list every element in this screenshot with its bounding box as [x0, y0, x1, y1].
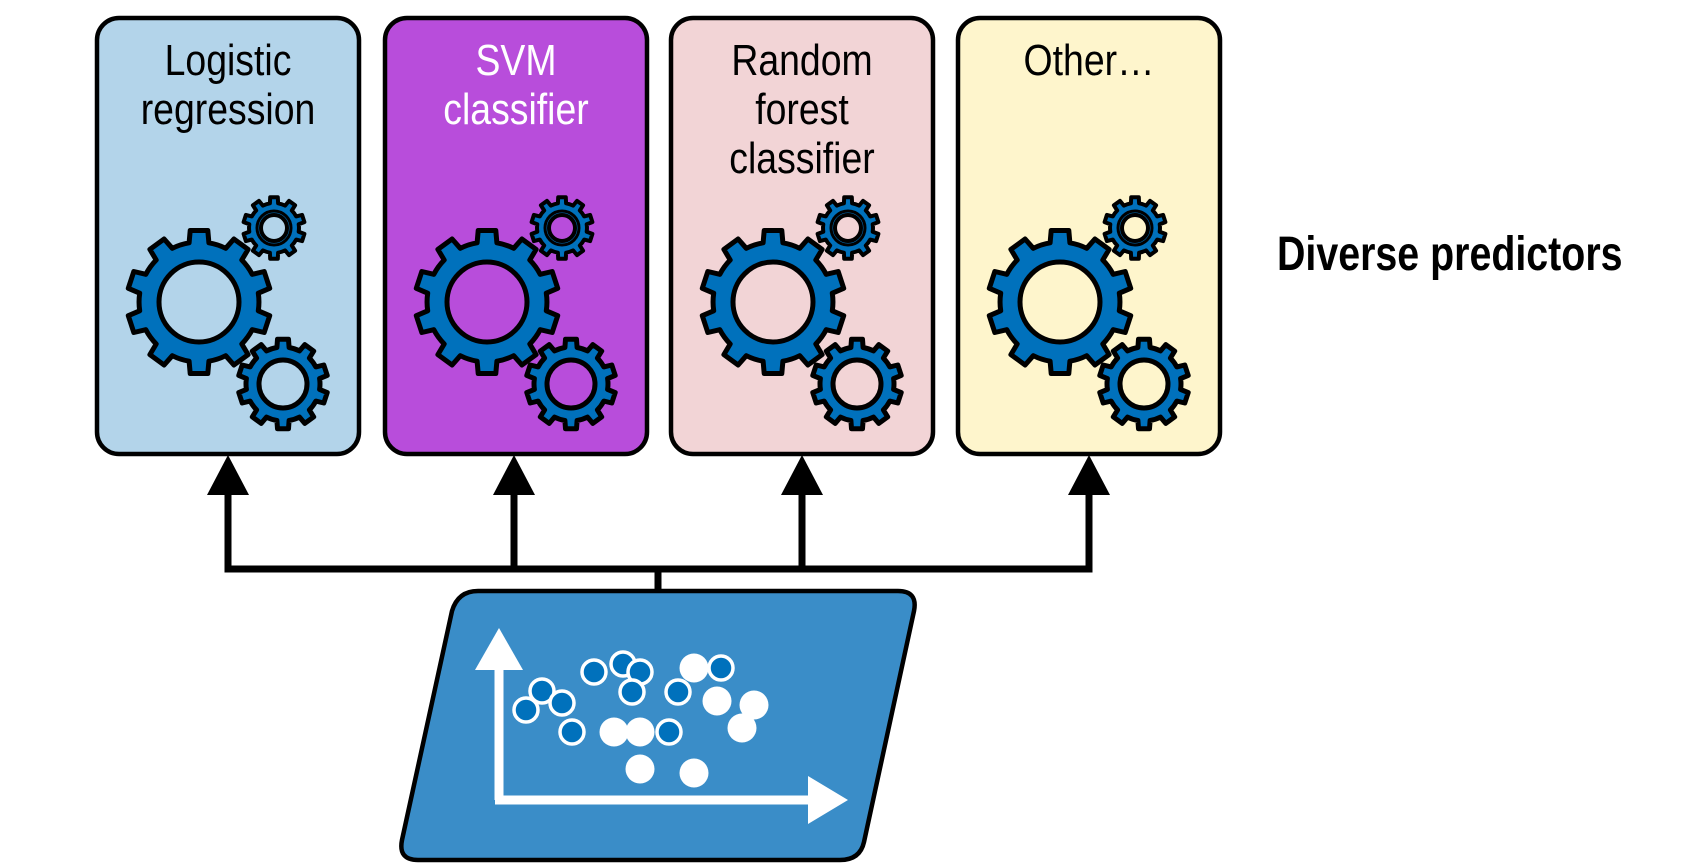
large-gear-icon: [986, 228, 1134, 376]
arrow-up-icon: [493, 455, 535, 569]
arrow-head: [1068, 455, 1110, 495]
diverse-predictors-label: Diverse predictors: [1277, 227, 1623, 281]
gears-icon: [699, 195, 904, 432]
data-point-class-b: [679, 758, 709, 788]
arrow-head: [781, 455, 823, 495]
data-point-class-a: [580, 658, 608, 686]
gear-hole: [730, 259, 816, 345]
data-point-class-a: [558, 718, 586, 746]
gear-hole: [830, 357, 884, 411]
large-gear-icon: [413, 228, 561, 376]
gear-hole: [1017, 259, 1103, 345]
predictor-label-line: SVM: [475, 35, 556, 85]
data-point-class-a: [707, 654, 735, 682]
medium-gear-icon: [236, 336, 330, 432]
arrow-up-icon: [207, 455, 249, 569]
scatter-plot-icon: [475, 628, 848, 824]
training-data-box: [399, 588, 917, 863]
data-point-class-b: [727, 713, 757, 743]
gears-icon: [125, 195, 330, 432]
x-axis-arrow: [808, 776, 848, 824]
arrow-head: [493, 455, 535, 495]
gear-hole: [833, 213, 863, 243]
data-point-class-a: [664, 678, 692, 706]
gear-inner-ring: [543, 209, 581, 247]
data-point-class-a: [528, 677, 556, 705]
data-point-class-a: [512, 696, 540, 724]
gear-inner-ring: [255, 209, 293, 247]
gear-hole: [1117, 357, 1171, 411]
predictor-label-line: classifier: [729, 133, 874, 183]
medium-gear-icon: [1097, 336, 1191, 432]
data-point-class-b: [625, 754, 655, 784]
small-gear-icon: [529, 195, 595, 261]
predictor-label-line: regression: [141, 84, 316, 134]
arrow-up-icon: [1068, 455, 1110, 569]
predictor-label-line: forest: [755, 84, 849, 134]
large-gear-icon: [699, 228, 847, 376]
gear-hole: [256, 357, 310, 411]
gear-hole: [544, 357, 598, 411]
predictor-box-4: Other…: [955, 15, 1223, 457]
gear-inner-ring: [1116, 209, 1154, 247]
data-point-class-a: [548, 689, 576, 717]
medium-gear-icon: [810, 336, 904, 432]
gears-icon: [986, 195, 1191, 432]
predictor-label-line: classifier: [443, 84, 588, 134]
predictor-boxes: LogisticregressionSVMclassifierRandomfor…: [94, 15, 1223, 457]
gear-hole: [259, 213, 289, 243]
gears-icon: [413, 195, 618, 432]
data-point-class-b: [739, 690, 769, 720]
small-gear-icon: [815, 195, 881, 261]
gear-hole: [156, 259, 242, 345]
data-point-class-a: [655, 718, 683, 746]
gear-inner-ring: [829, 209, 867, 247]
data-point-class-b: [625, 717, 655, 747]
gear-hole: [1120, 213, 1150, 243]
arrow-up-icon: [781, 455, 823, 569]
small-gear-icon: [241, 195, 307, 261]
data-point-class-a: [618, 678, 646, 706]
connectors: [207, 455, 1110, 620]
arrow-head: [207, 455, 249, 495]
predictor-label-line: Logistic: [165, 35, 292, 85]
predictor-label-line: Random: [731, 35, 872, 85]
gear-hole: [547, 213, 577, 243]
data-point-class-b: [679, 653, 709, 683]
data-point-class-b: [599, 717, 629, 747]
large-gear-icon: [125, 228, 273, 376]
gear-hole: [444, 259, 530, 345]
y-axis-arrow: [475, 628, 523, 670]
data-point-class-b: [702, 686, 732, 716]
predictor-label-line: Other…: [1024, 35, 1155, 85]
medium-gear-icon: [524, 336, 618, 432]
small-gear-icon: [1102, 195, 1168, 261]
